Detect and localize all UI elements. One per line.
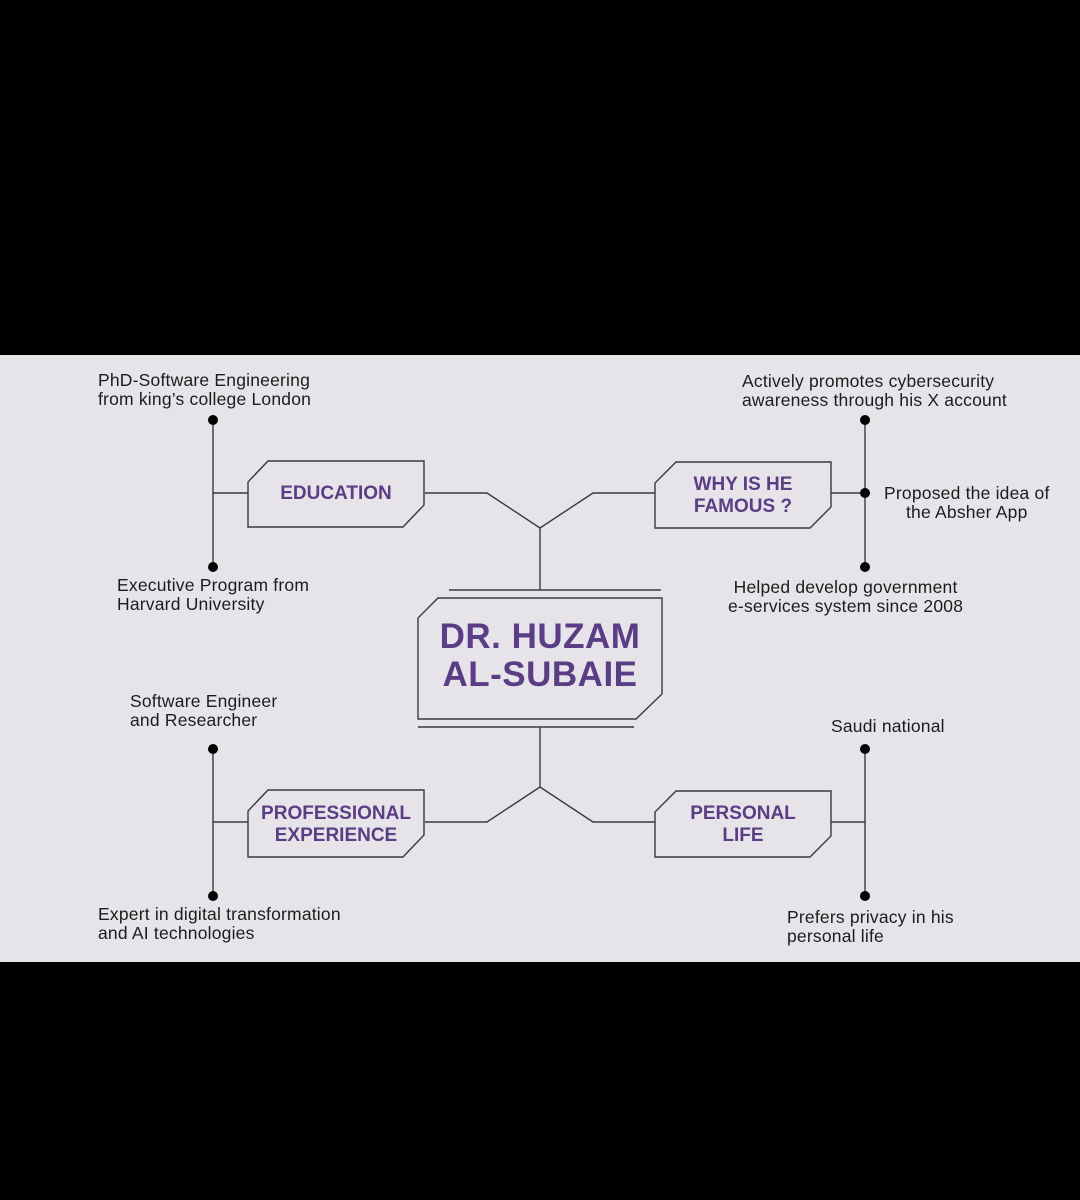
- center-title: DR. HUZAM AL-SUBAIE: [418, 618, 662, 694]
- bullet-dot: [860, 891, 870, 901]
- famous-title: WHY IS HE FAMOUS ?: [655, 474, 831, 518]
- note-line: Saudi national: [831, 716, 945, 736]
- connector-lower: [425, 786, 655, 823]
- professional-title-line-1: PROFESSIONAL: [261, 803, 411, 824]
- professional-box-outline: [247, 789, 425, 858]
- famous-title-line-1: WHY IS HE: [693, 474, 793, 495]
- education-title: EDUCATION: [248, 483, 424, 505]
- famous-note-eservices: Helped develop government e-services sys…: [728, 578, 963, 616]
- famous-title-line-2: FAMOUS ?: [693, 496, 793, 517]
- famous-box-outline: [654, 461, 832, 529]
- professional-title: PROFESSIONAL EXPERIENCE: [248, 803, 424, 847]
- center-title-line-2: AL-SUBAIE: [442, 655, 638, 694]
- personal-title: PERSONAL LIFE: [655, 803, 831, 847]
- professional-note-expert: Expert in digital transformation and AI …: [98, 905, 341, 943]
- note-line: the Absher App: [906, 502, 1028, 522]
- personal-title-line-2: LIFE: [722, 825, 764, 846]
- note-line: PhD-Software Engineering: [98, 370, 310, 390]
- education-title-line: EDUCATION: [280, 483, 392, 504]
- note-line: e-services system since 2008: [728, 596, 964, 616]
- note-line: Actively promotes cybersecurity: [742, 371, 995, 391]
- professional-title-line-2: EXPERIENCE: [274, 825, 398, 846]
- note-line: and Researcher: [130, 710, 258, 730]
- bullet-dot: [860, 488, 870, 498]
- personal-note-saudi: Saudi national: [831, 717, 945, 736]
- note-line: and AI technologies: [98, 923, 255, 943]
- education-note-phd: PhD-Software Engineering from king’s col…: [98, 371, 311, 409]
- education-box-outline: [247, 460, 425, 528]
- education-note-harvard: Executive Program from Harvard Universit…: [117, 576, 309, 614]
- bullet-dot: [208, 415, 218, 425]
- bullet-dot: [860, 744, 870, 754]
- center-title-line-1: DR. HUZAM: [439, 617, 641, 656]
- note-line: Software Engineer: [130, 691, 278, 711]
- note-line: Harvard University: [117, 594, 265, 614]
- diagram-panel: [0, 355, 1080, 962]
- center-box-outline: [417, 597, 663, 720]
- bullet-dot: [860, 562, 870, 572]
- professional-note-engineer: Software Engineer and Researcher: [130, 692, 277, 730]
- note-line: Executive Program from: [117, 575, 310, 595]
- bullet-dot: [208, 562, 218, 572]
- note-line: from king’s college London: [98, 389, 312, 409]
- connector-upper: [425, 492, 655, 529]
- famous-note-absher: Proposed the idea of the Absher App: [884, 484, 1050, 522]
- bullet-dot: [208, 744, 218, 754]
- note-line: Proposed the idea of: [884, 483, 1050, 503]
- note-line: Helped develop government: [733, 577, 958, 597]
- note-line: awareness through his X account: [742, 390, 1007, 410]
- note-line: Prefers privacy in his: [787, 907, 954, 927]
- personal-box-outline: [654, 790, 832, 858]
- note-line: personal life: [787, 926, 884, 946]
- bullet-dot: [860, 415, 870, 425]
- famous-note-cybersecurity: Actively promotes cybersecurity awarenes…: [742, 372, 1007, 410]
- personal-note-privacy: Prefers privacy in his personal life: [787, 908, 954, 946]
- bullet-dot: [208, 891, 218, 901]
- personal-title-line-1: PERSONAL: [690, 803, 796, 824]
- note-line: Expert in digital transformation: [98, 904, 341, 924]
